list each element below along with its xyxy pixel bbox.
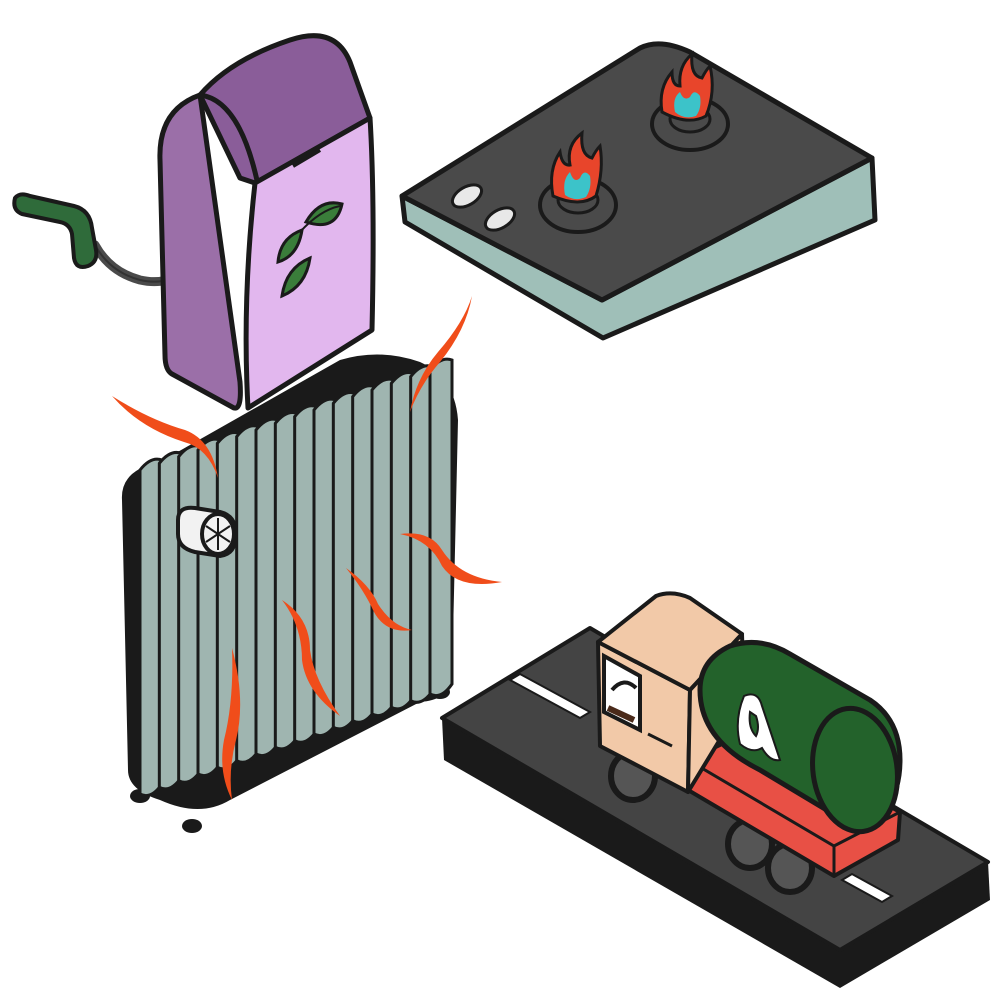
radiator-fin (428, 357, 454, 698)
flame-inner (674, 92, 701, 118)
flame-inner (564, 172, 591, 200)
gas-pump (12, 33, 376, 411)
heat-waves (112, 296, 502, 800)
pump-top (197, 33, 373, 186)
fuel-tank (697, 639, 903, 835)
stove-knob (450, 183, 484, 209)
leaf-logo-icon (736, 693, 782, 762)
tanker-truck-scene (440, 591, 990, 988)
fuel-nozzle-icon (12, 192, 99, 269)
lane-mark (507, 672, 593, 720)
pump-side (157, 92, 243, 411)
heat-wave (410, 296, 472, 412)
heat-wave (282, 600, 340, 716)
heat-wave (346, 568, 412, 631)
tank-end (810, 705, 900, 835)
radiator-valve-icon (176, 505, 239, 559)
lane-mark (839, 872, 895, 904)
stove-top (399, 41, 875, 303)
radiator-fins (138, 357, 454, 798)
stove-knob (483, 206, 517, 232)
radiator (112, 296, 502, 833)
pump-ridge (199, 92, 261, 186)
heat-wave (112, 396, 218, 478)
steering-wheel-icon (610, 680, 638, 692)
heat-wave (222, 648, 241, 800)
heat-wave (400, 533, 502, 584)
gas-stove (399, 41, 878, 341)
radiator-foot (182, 819, 202, 833)
